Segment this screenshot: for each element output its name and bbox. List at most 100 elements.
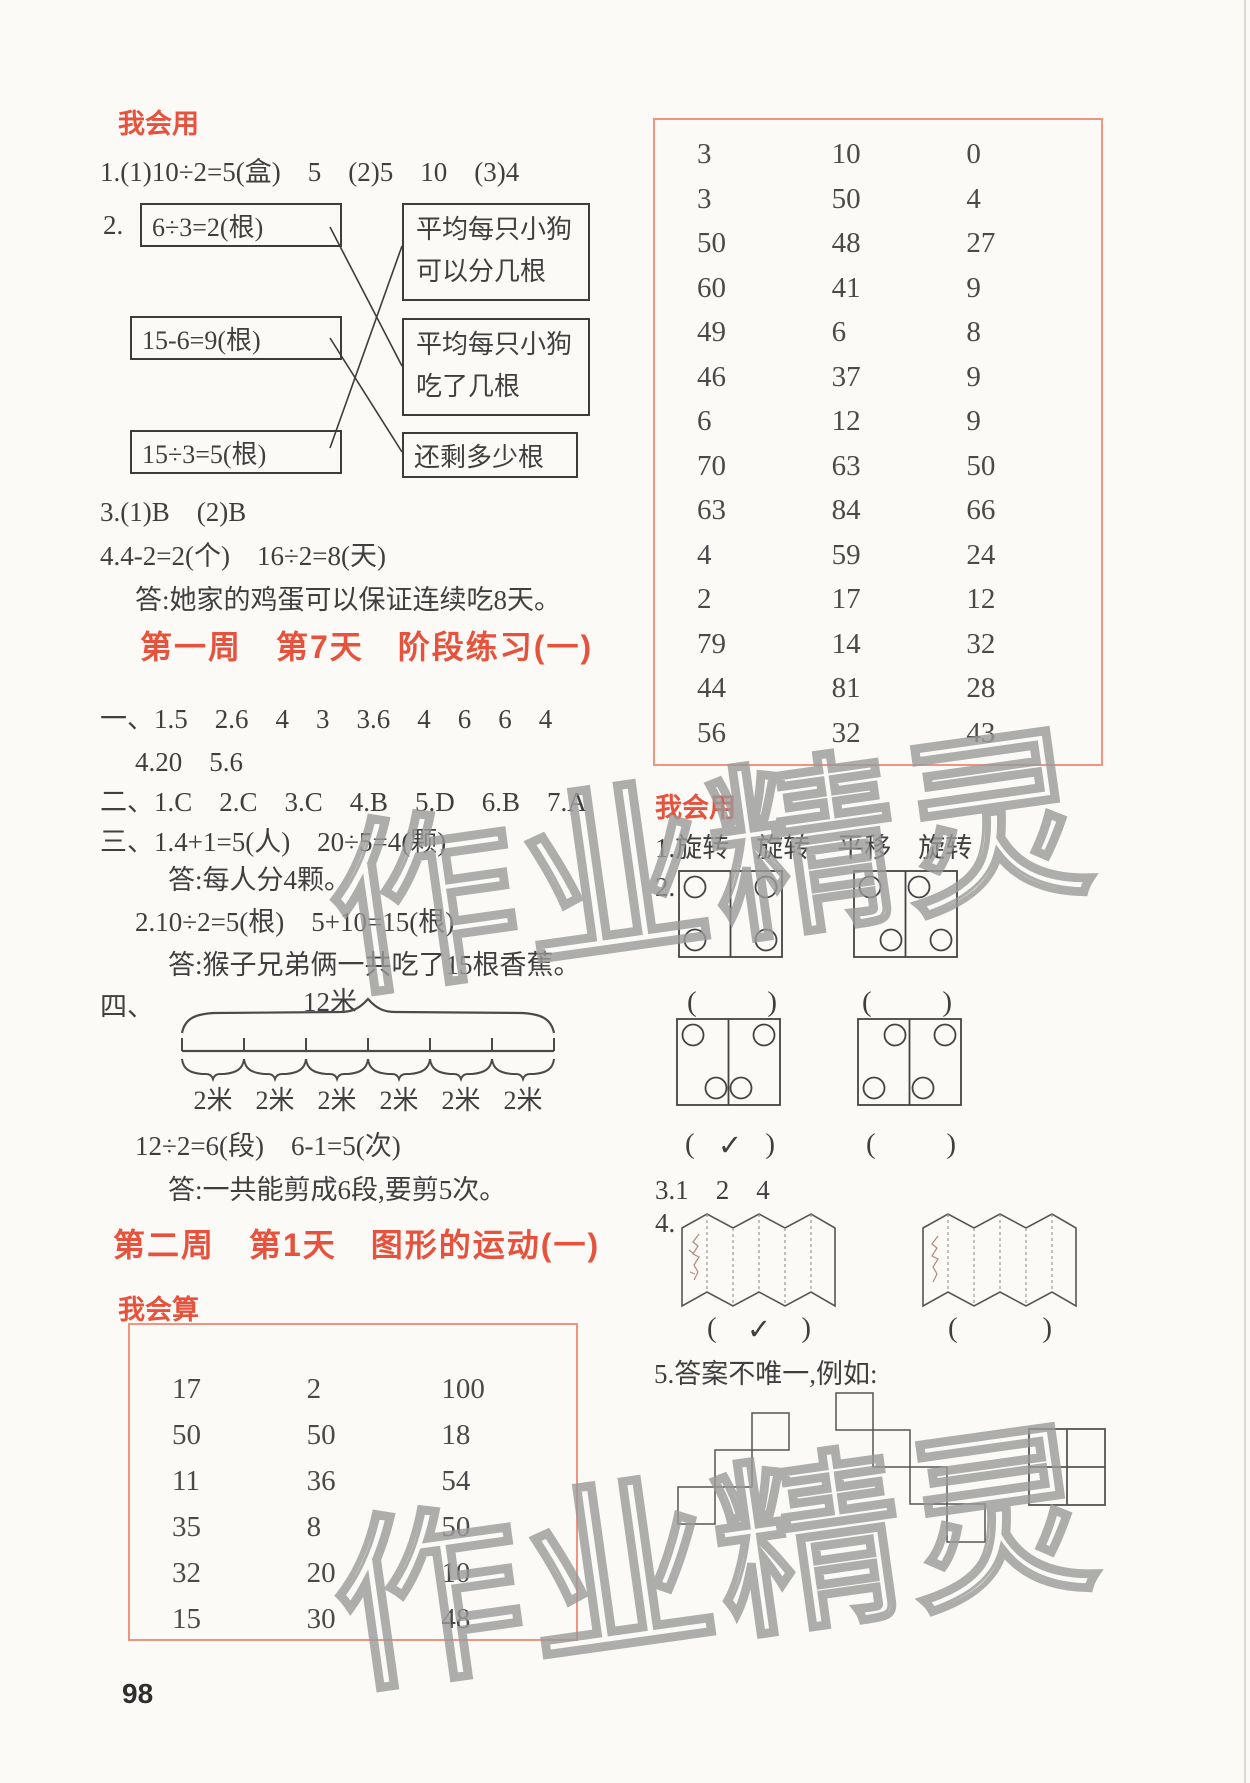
- table-cell: 4: [697, 538, 712, 571]
- rope-segment-labels: 2米 2米 2米 2米 2米 2米: [182, 1080, 554, 1117]
- right-answers-3: 3.1 2 4: [655, 1175, 770, 1205]
- table-cell: 70: [697, 449, 726, 482]
- table-row: 50 50 18: [130, 1419, 576, 1465]
- table-cell: 18: [441, 1419, 471, 1451]
- table-cell: 12: [966, 583, 996, 615]
- rope-segment-label: 2米: [379, 1086, 419, 1115]
- match-right-box-2-line1: 平均每只小狗: [416, 330, 573, 359]
- domino-figure-c: [676, 1018, 781, 1106]
- folded-map-figure-right: [922, 1213, 1077, 1308]
- table-cell: 49: [697, 316, 726, 348]
- table-cell: 48: [831, 227, 861, 259]
- answer-mark-fold-left: ✓: [746, 1314, 772, 1346]
- right-q4-label: 4.: [655, 1208, 676, 1238]
- table-cell: 17: [172, 1373, 201, 1405]
- square-grid-2x2-figure: [1028, 1428, 1106, 1506]
- table-cell: 84: [831, 494, 861, 526]
- rope-equation: 12÷2=6(段) 6-1=5(次): [135, 1131, 401, 1161]
- match-right-box-3: 还剩多少根: [402, 432, 578, 478]
- table-cell: 41: [831, 271, 861, 304]
- table-cell: 63: [831, 449, 861, 482]
- paren-open: (: [687, 986, 697, 1018]
- paren-close: ): [942, 986, 952, 1018]
- heading-week1: 第一周 第7天 阶段练习(一): [140, 629, 594, 665]
- table-cell: 100: [441, 1373, 485, 1405]
- table-cell: 3: [697, 138, 712, 170]
- section-title-use-right: 我会用: [655, 793, 736, 823]
- match-right-box-1-line2: 可以分几根: [416, 257, 547, 286]
- table-cell: 11: [172, 1465, 200, 1497]
- table-cell: 12: [831, 405, 861, 437]
- paren-open: (: [862, 986, 872, 1018]
- match-right-box-2-line2: 吃了几根: [416, 372, 521, 401]
- table-cell: 17: [831, 583, 861, 615]
- table-cell: 37: [831, 360, 861, 393]
- table-cell: 50: [831, 182, 861, 215]
- match-left-box-2: 15-6=9(根): [130, 316, 342, 360]
- table-cell: 14: [831, 627, 861, 660]
- table-cell: 30: [306, 1603, 336, 1635]
- table-cell: 59: [831, 538, 861, 571]
- polyomino-staircase-figure: [835, 1392, 986, 1543]
- rope-segment-label: 2米: [503, 1086, 543, 1115]
- table-cell: 6: [697, 405, 712, 437]
- table-cell: 6: [831, 316, 847, 348]
- section-title-calc: 我会算: [118, 1295, 199, 1325]
- section-title-use: 我会用: [118, 109, 199, 139]
- table-cell: 20: [306, 1557, 336, 1589]
- paren-open: (: [948, 1312, 958, 1344]
- answer-mark-c: ✓: [717, 1130, 743, 1162]
- match-right-box-2: 平均每只小狗 吃了几根: [402, 318, 590, 416]
- table-cell: 4: [966, 182, 981, 215]
- table-cell: 24: [966, 538, 996, 571]
- table-cell: 32: [966, 627, 996, 660]
- match-right-box-1: 平均每只小狗 可以分几根: [402, 203, 590, 301]
- table-cell: 32: [831, 716, 861, 749]
- page-edge-shadow: [1244, 0, 1246, 1783]
- table-row: 4 59 24: [655, 539, 1101, 584]
- match-connector-lines: [329, 226, 403, 453]
- right-answers-5: 5.答案不唯一,例如:: [654, 1359, 878, 1389]
- table-cell: 81: [831, 672, 861, 704]
- q-four-label: 四、: [100, 992, 154, 1022]
- table-cell: 35: [172, 1511, 201, 1543]
- w1-answers-3: 二、1.C 2.C 3.C 4.B 5.D 6.B 7.A: [100, 787, 587, 817]
- rope-segment-label: 2米: [193, 1086, 233, 1115]
- folded-map-figure-left: [681, 1213, 836, 1308]
- table-cell: 9: [966, 405, 981, 437]
- table-cell: 56: [697, 716, 726, 749]
- table-cell: 28: [966, 672, 996, 704]
- table-cell: 50: [172, 1419, 201, 1451]
- rope-segment-label: 2米: [255, 1086, 295, 1115]
- w1-answers-4: 三、1.4+1=5(人) 20÷5=4(颗): [100, 827, 447, 857]
- table-cell: 36: [306, 1465, 336, 1497]
- paren-close: ): [1042, 1312, 1052, 1344]
- answer-parens-a: ( ): [687, 986, 777, 1019]
- table-cell: 8: [966, 316, 981, 348]
- page-number: 98: [122, 1678, 154, 1709]
- table-cell: 50: [306, 1419, 336, 1451]
- table-cell: 50: [697, 227, 726, 259]
- answer-line-q3: 3.(1)B (2)B: [100, 497, 247, 527]
- paren-open: (: [685, 1128, 695, 1160]
- answer-parens-b: ( ): [862, 986, 952, 1019]
- table-cell: 54: [441, 1465, 471, 1497]
- paren-close: ): [765, 1128, 775, 1160]
- answer-line-q1: 1.(1)10÷2=5(盒) 5 (2)5 10 (3)4: [100, 157, 520, 187]
- q2-label: 2.: [103, 210, 124, 240]
- table-row: 49 6 8: [655, 316, 1101, 361]
- heading-week2: 第二周 第1天 图形的运动(一): [113, 1227, 601, 1263]
- table-cell: 60: [697, 271, 726, 304]
